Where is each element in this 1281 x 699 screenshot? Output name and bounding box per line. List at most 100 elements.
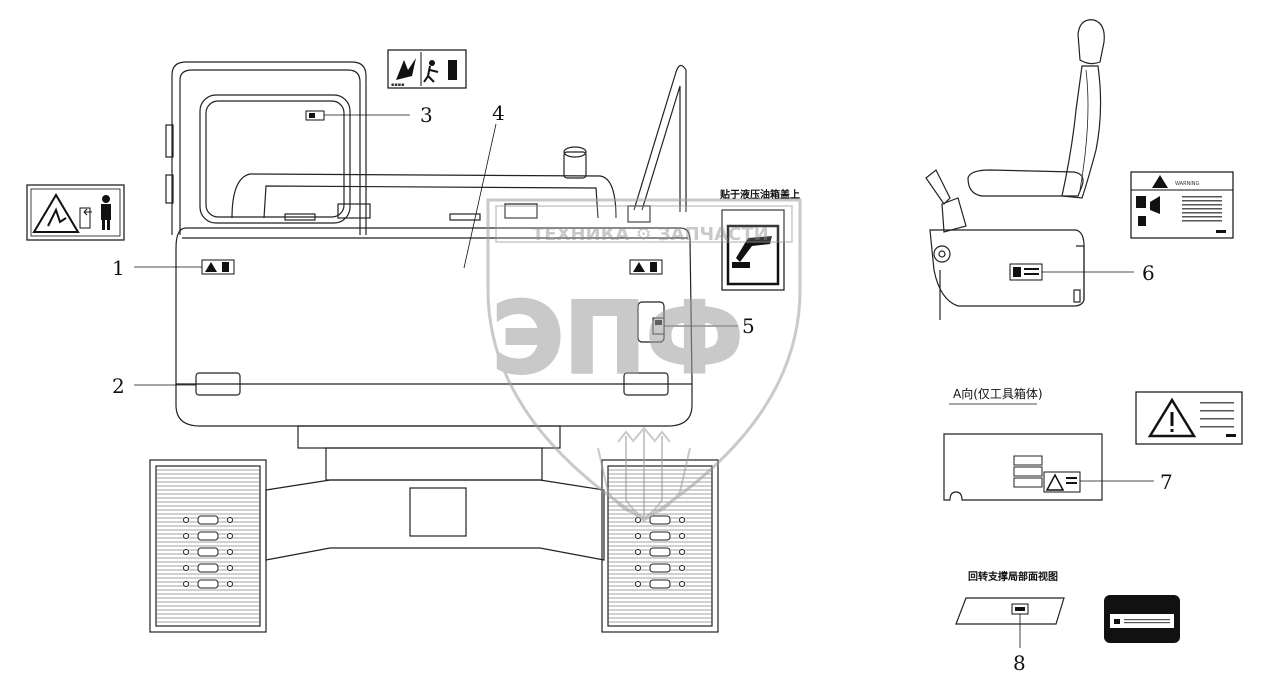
- cab-inner-edge: [179, 69, 361, 235]
- label-7-sticker: [1043, 471, 1081, 493]
- swing-bearing-part: [955, 597, 1065, 625]
- cab-side-handle-2: [165, 174, 174, 204]
- track-bolt: [227, 517, 233, 523]
- swing-bearing-title: 回转支撑局部面视图: [968, 570, 1058, 583]
- track-pad: [197, 563, 219, 573]
- tail-light-right: [623, 372, 669, 396]
- hood-slot-mid: [449, 213, 481, 221]
- view-a-section: A向(仅工具箱体): [943, 386, 1103, 501]
- watermark-brand-line: ТЕХНИКА ⚙ ЗАПЧАСТИ: [532, 224, 769, 245]
- seat-console-view: [925, 19, 1105, 320]
- handrail: [633, 64, 687, 212]
- track-pad: [649, 547, 671, 557]
- console-knob: [933, 245, 951, 263]
- track-bolt: [227, 533, 233, 539]
- track-bolt: [183, 517, 189, 523]
- joystick-boot: [941, 197, 967, 233]
- excavator-rear-view: [149, 61, 719, 633]
- callout-3: 3: [420, 103, 433, 127]
- track-bolt: [227, 581, 233, 587]
- exhaust-top: [563, 146, 587, 158]
- callout-leaders: [134, 114, 1154, 648]
- track-pad: [649, 579, 671, 589]
- label-8-detail: [1104, 595, 1180, 643]
- callout-6: 6: [1142, 261, 1155, 285]
- callout-4: 4: [492, 101, 505, 125]
- seat-back-shade: [1079, 69, 1089, 191]
- cab-side-handle: [165, 124, 174, 158]
- handrail-inner: [641, 85, 681, 212]
- cab-rear-window: [199, 94, 351, 224]
- track-bolt: [635, 581, 641, 587]
- headrest: [1077, 19, 1105, 65]
- swing-bearing: [325, 447, 543, 481]
- track-pad: [649, 531, 671, 541]
- track-bolt: [227, 565, 233, 571]
- exhaust-pipe: [563, 151, 587, 179]
- track-pad: [197, 547, 219, 557]
- joystick-lever: [925, 169, 951, 205]
- hood-slot-left: [284, 213, 316, 221]
- callout-1: 1: [112, 256, 125, 280]
- track-bolt: [183, 581, 189, 587]
- warning-inset-crush: [26, 184, 125, 241]
- tail-light-left: [195, 372, 241, 396]
- seat-cushion: [967, 169, 1084, 197]
- track-bolt: [679, 517, 685, 523]
- callout-7: 7: [1160, 470, 1173, 494]
- seat-back: [1061, 65, 1102, 199]
- engine-hood: [231, 173, 617, 219]
- track-bolt: [183, 549, 189, 555]
- track-shoe-lines: [156, 469, 712, 623]
- console-body: [929, 229, 1085, 307]
- counterweight: [175, 227, 693, 427]
- label-3-sticker: [305, 110, 325, 121]
- hydraulic-tank-note: 贴于液压油箱盖上: [719, 188, 800, 201]
- track-pad: [197, 531, 219, 541]
- toolbox-outline: [943, 433, 1103, 501]
- cab-outline: [171, 61, 367, 235]
- hood-latch-right: [504, 203, 538, 219]
- track-pad: [197, 579, 219, 589]
- left-crawler: [149, 459, 267, 633]
- car-body-frame: [265, 479, 605, 561]
- engine-hood-inner: [263, 185, 599, 219]
- center-block: [409, 487, 467, 537]
- hood-latch-left: [337, 203, 371, 219]
- svg-text:▪▪▪▪: ▪▪▪▪: [391, 82, 405, 88]
- track-bolt: [679, 581, 685, 587]
- right-crawler: [601, 459, 719, 633]
- swing-bearing-section: 回转支撑局部面视图: [955, 570, 1180, 643]
- swing-frame: [297, 425, 561, 449]
- track-bolt: [679, 549, 685, 555]
- warning-label-7-detail: [1135, 391, 1243, 445]
- callout-8: 8: [1013, 651, 1026, 675]
- wheat-emblem: [597, 426, 691, 520]
- track-bolt: [635, 549, 641, 555]
- track-bolt: [635, 533, 641, 539]
- track-bolt: [679, 533, 685, 539]
- label-1-sticker-right: [629, 259, 663, 275]
- track-pad: [197, 515, 219, 525]
- label-6-sticker: [1009, 263, 1043, 281]
- track-bolt: [679, 565, 685, 571]
- callout-2: 2: [112, 374, 125, 398]
- watermark: ТЕХНИКА ⚙ ЗАПЧАСТИ ЭПФ: [486, 198, 802, 522]
- warning-inset-explosion: ▪▪▪▪: [387, 49, 467, 89]
- track-bolt: [183, 565, 189, 571]
- view-a-title: A向(仅工具箱体): [953, 386, 1043, 401]
- watermark-logo: ЭПФ: [492, 282, 743, 396]
- label-1-sticker-left: [201, 259, 235, 275]
- cab-rear-window-inner: [205, 100, 345, 218]
- seat-rail: [1076, 245, 1085, 300]
- callout-5: 5: [742, 314, 755, 338]
- track-bolt: [183, 533, 189, 539]
- track-bolt: [227, 549, 233, 555]
- warning-label-6-detail: WARNING: [1130, 171, 1234, 239]
- track-pad: [649, 563, 671, 573]
- callout-numbers: 1 2 3 4 5 6 7 8: [112, 101, 1173, 675]
- warning-word: WARNING: [1175, 181, 1200, 187]
- track-pad: [649, 515, 671, 525]
- track-bolt: [635, 565, 641, 571]
